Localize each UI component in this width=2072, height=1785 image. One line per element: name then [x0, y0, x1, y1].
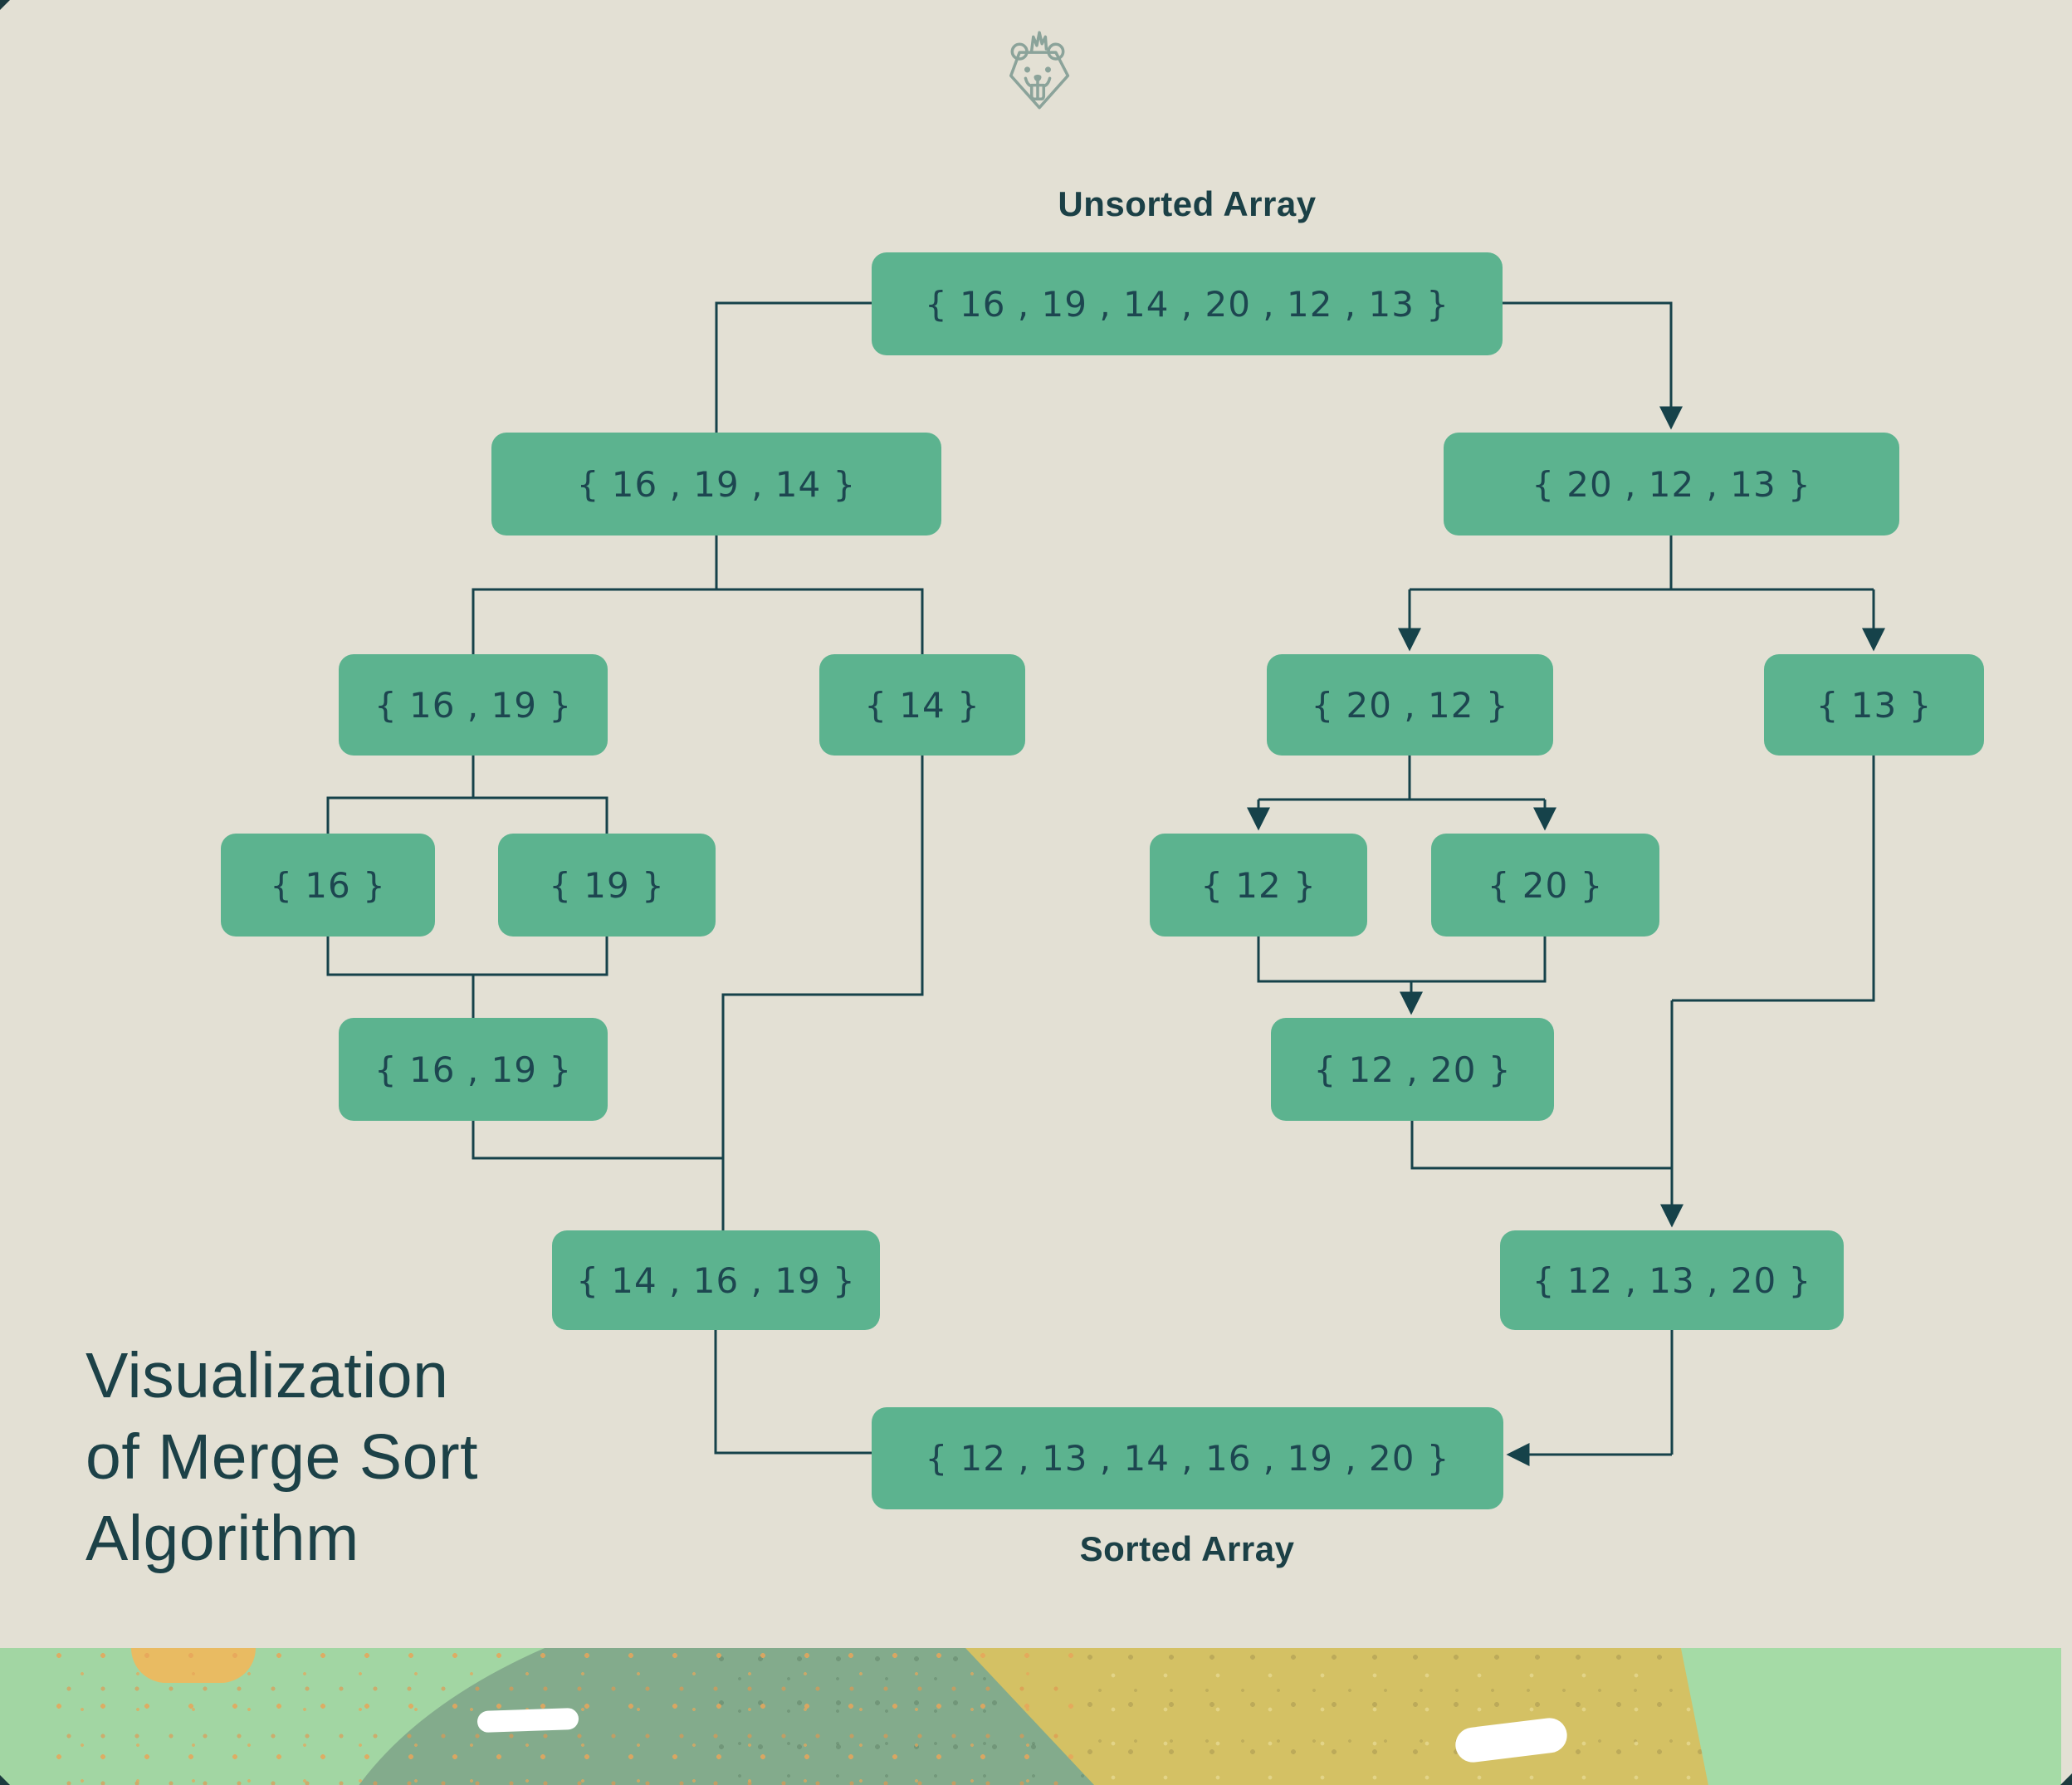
sorted-array-label: Sorted Array: [1079, 1529, 1295, 1568]
decorative-footer-band: [0, 1648, 2072, 1785]
page-title: Visualization of Merge Sort Algorithm: [86, 1335, 799, 1579]
corner-notch-top-left: [0, 0, 10, 10]
band-ochre-speckles: [1079, 1648, 1710, 1785]
node-13: { 13 }: [1764, 654, 1984, 756]
title-line-1: Visualization: [86, 1340, 449, 1411]
node-16: { 16 }: [221, 834, 435, 937]
corner-notch-bottom-left: [0, 1775, 10, 1785]
node-right-half: { 20 , 12 , 13 }: [1444, 433, 1899, 536]
white-brush-stroke-left: [476, 1707, 579, 1734]
node-merged-12-20: { 12 , 20 }: [1271, 1018, 1554, 1121]
node-19: { 19 }: [498, 834, 716, 937]
node-merged-12-13-20: { 12 , 13 , 20 }: [1500, 1230, 1844, 1330]
node-14: { 14 }: [819, 654, 1025, 756]
unsorted-array-label: Unsorted Array: [1058, 184, 1317, 223]
title-line-3: Algorithm: [86, 1503, 359, 1574]
node-sorted-final: { 12 , 13 , 14 , 16 , 19 , 20 }: [872, 1407, 1503, 1509]
node-20-12: { 20 , 12 }: [1267, 654, 1553, 756]
beaver-icon: [1009, 31, 1070, 110]
node-20: { 20 }: [1431, 834, 1659, 937]
node-left-half: { 16 , 19 , 14 }: [491, 433, 941, 536]
node-unsorted-root: { 16 , 19 , 14 , 20 , 12 , 13 }: [872, 252, 1503, 355]
title-line-2: of Merge Sort: [86, 1421, 478, 1493]
node-merged-16-19: { 16 , 19 }: [339, 1018, 608, 1121]
node-16-19: { 16 , 19 }: [339, 654, 608, 756]
band-right-green-field: [1681, 1648, 2061, 1785]
node-12: { 12 }: [1150, 834, 1367, 937]
node-merged-14-16-19: { 14 , 16 , 19 }: [552, 1230, 880, 1330]
corner-notch-bottom-right: [2060, 1773, 2072, 1785]
